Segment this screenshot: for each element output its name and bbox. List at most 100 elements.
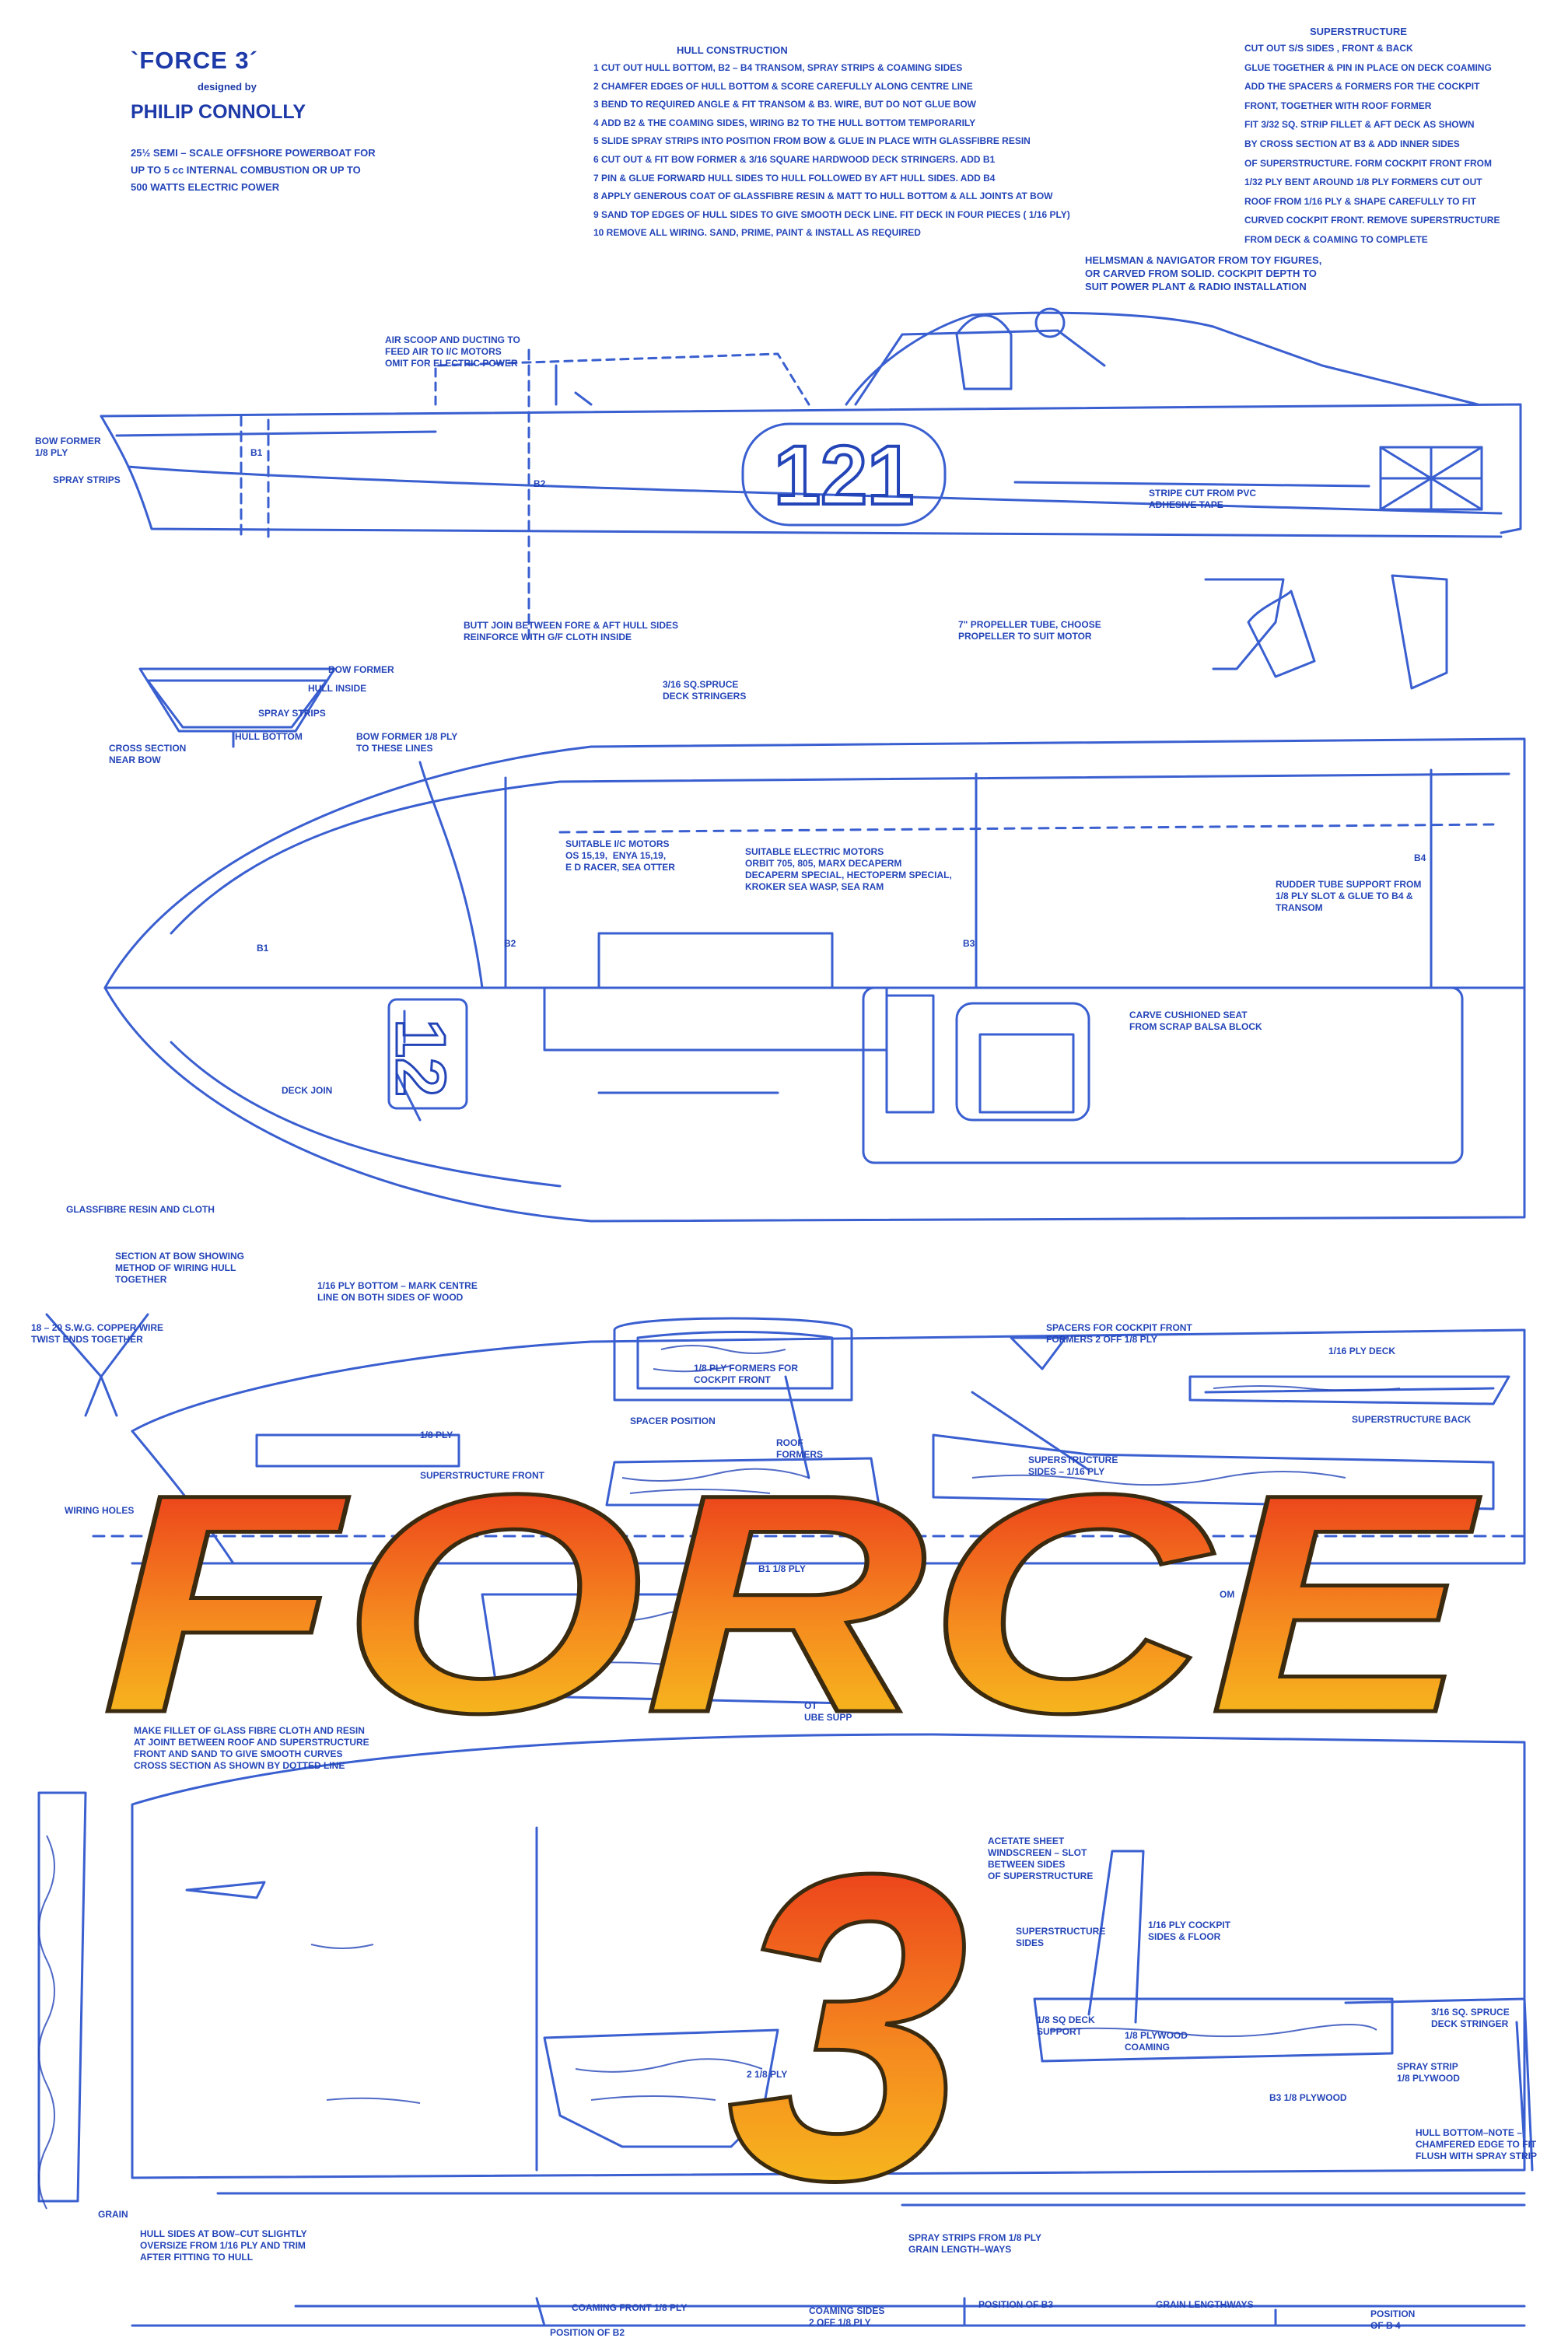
hull-construction-heading: HULL CONSTRUCTION <box>677 44 788 56</box>
race-number: 121 <box>772 426 915 523</box>
coaming-sides-label: COAMING SIDES 2 OFF 1/8 PLY <box>809 2305 885 2328</box>
bow-former-lines-label: BOW FORMER 1/8 PLY TO THESE LINES <box>356 731 458 754</box>
spacer-position-label: SPACER POSITION <box>630 1416 716 1426</box>
plan-race-number: 12 <box>380 1017 460 1097</box>
construction-step: 4 ADD B2 & THE COAMING SIDES, WIRING B2 … <box>593 117 976 128</box>
superstructure-line: FIT 3/32 SQ. STRIP FILLET & AFT DECK AS … <box>1244 119 1475 131</box>
section-bow-note: SECTION AT BOW SHOWING METHOD OF WIRING … <box>115 1251 244 1285</box>
construction-step: 10 REMOVE ALL WIRING. SAND, PRIME, PAINT… <box>593 227 921 239</box>
hull-sides-note: HULL SIDES AT BOW–CUT SLIGHTLY OVERSIZE … <box>140 2228 307 2263</box>
glassfibre-label: GLASSFIBRE RESIN AND CLOTH <box>66 1204 215 1215</box>
grain-lengthways-label: GRAIN LENGTHWAYS <box>1156 2299 1254 2310</box>
spray-strips-label: SPRAY STRIPS <box>53 474 121 485</box>
coaming-front-label: COAMING FRONT 1/8 PLY <box>572 2302 688 2313</box>
position-b4-label: POSITION OF B 4 <box>1370 2308 1416 2331</box>
cross-section-title: CROSS SECTION NEAR BOW <box>109 743 187 765</box>
position-b3-label: POSITION OF B3 <box>978 2299 1054 2310</box>
b2-partial-label: 2 1/8 PLY <box>747 2069 788 2080</box>
superstructure-back-label: SUPERSTRUCTURE BACK <box>1352 1414 1472 1425</box>
superstructure-line: CUT OUT S/S SIDES , FRONT & BACK <box>1244 43 1413 54</box>
hull-construction-steps: 1 CUT OUT HULL BOTTOM, B2 – B4 TRANSOM, … <box>593 59 1070 243</box>
construction-step: 5 SLIDE SPRAY STRIPS INTO POSITION FROM … <box>593 135 1031 147</box>
b1-ply-label: B1 1/8 PLY <box>758 1563 806 1574</box>
plan-view-hull <box>103 667 1526 1223</box>
grain-label: GRAIN <box>98 2209 128 2220</box>
superstructure-line: FROM DECK & COAMING TO COMPLETE <box>1244 233 1428 245</box>
spray-strip-ply-label: SPRAY STRIP 1/8 PLYWOOD <box>1397 2061 1460 2084</box>
ss-sides-label-2: SUPERSTRUCTURE SIDES <box>1016 1926 1106 1948</box>
description-line: 25½ SEMI – SCALE OFFSHORE POWERBOAT FOR <box>131 147 376 159</box>
plan-race-number-text: 12 <box>381 1019 459 1097</box>
hull-bottom-chamfer-note: HULL BOTTOM–NOTE – CHAMFERED EDGE TO FIT… <box>1416 2127 1538 2161</box>
spray-strips-ply-label: SPRAY STRIPS FROM 1/8 PLY GRAIN LENGTH–W… <box>908 2232 1041 2255</box>
plan-b2-label: B2 <box>504 938 516 949</box>
plan-title: `FORCE 3´ <box>131 47 258 74</box>
fillet-note: MAKE FILLET OF GLASS FIBRE CLOTH AND RES… <box>134 1725 369 1771</box>
roof-formers-label: ROOF FORMERS <box>776 1437 823 1460</box>
boat-description: 25½ SEMI – SCALE OFFSHORE POWERBOAT FOR … <box>131 145 376 196</box>
ic-motors-list: SUITABLE I/C MOTORS OS 15,19, ENYA 15,19… <box>565 838 675 873</box>
plan-b4-label: B4 <box>1414 852 1426 863</box>
hull-bottom-note: 1/16 PLY BOTTOM – MARK CENTRE LINE ON BO… <box>317 1280 478 1303</box>
deck-support-label: 1/8 SQ DECK SUPPORT <box>1037 2014 1095 2037</box>
plan-b3-label: B3 <box>963 938 975 949</box>
construction-step: 3 BEND TO REQUIRED ANGLE & FIT TRANSOM &… <box>593 99 977 110</box>
superstructure-line: ROOF FROM 1/16 PLY & SHAPE CAREFULLY TO … <box>1244 195 1476 207</box>
stripe-note: STRIPE CUT FROM PVC ADHESIVE TAPE <box>1149 488 1257 510</box>
superstructure-steps: CUT OUT S/S SIDES , FRONT & BACK GLUE TO… <box>1244 39 1500 250</box>
wiring-holes-label: WIRING HOLES <box>65 1505 135 1516</box>
ss-sides-label: SUPERSTRUCTURE SIDES – 1/16 PLY <box>1028 1454 1118 1477</box>
description-line: 500 WATTS ELECTRIC POWER <box>131 181 280 193</box>
deck-join-label: DECK JOIN <box>282 1085 333 1096</box>
helmsman-note: HELMSMAN & NAVIGATOR FROM TOY FIGURES, O… <box>1085 254 1322 292</box>
superstructure-line: ADD THE SPACERS & FORMERS FOR THE COCKPI… <box>1244 81 1480 93</box>
ply-deck-label: 1/16 PLY DECK <box>1328 1346 1396 1356</box>
spruce-stringer-label: 3/16 SQ. SPRUCE DECK STRINGER <box>1431 2007 1510 2029</box>
construction-step: 1 CUT OUT HULL BOTTOM, B2 – B4 TRANSOM, … <box>593 62 963 73</box>
ss-front-ply-label: 1/8 PLY <box>420 1430 453 1440</box>
construction-step: 8 APPLY GENEROUS COAT OF GLASSFIBRE RESI… <box>593 191 1053 202</box>
superstructure-line: FRONT, TOGETHER WITH ROOF FORMER <box>1244 100 1432 111</box>
construction-step: 2 CHAMFER EDGES OF HULL BOTTOM & SCORE C… <box>593 80 973 92</box>
cockpit-sides-label: 1/16 PLY COCKPIT SIDES & FLOOR <box>1148 1920 1231 1942</box>
rudder-tube-note: RUDDER TUBE SUPPORT FROM 1/8 PLY SLOT & … <box>1276 879 1422 913</box>
cockpit-formers-label: 1/8 PLY FORMERS FOR COCKPIT FRONT <box>694 1363 799 1385</box>
designer-name: PHILIP CONNOLLY <box>131 101 306 123</box>
wood-grain <box>38 1345 1401 2210</box>
xsec-bow-former: BOW FORMER <box>328 664 394 675</box>
superstructure-heading: SUPERSTRUCTURE <box>1310 26 1407 37</box>
designed-by: designed by <box>198 81 257 93</box>
xsec-hull-inside: HULL INSIDE <box>308 683 367 694</box>
superstructure-line: GLUE TOGETHER & PIN IN PLACE ON DECK COA… <box>1244 61 1492 73</box>
construction-step: 7 PIN & GLUE FORWARD HULL SIDES TO HULL … <box>593 172 996 184</box>
b3-plywood-label: B3 1/8 PLYWOOD <box>1269 2092 1347 2103</box>
plan-b1-label: B1 <box>257 943 269 954</box>
spacers-note: SPACERS FOR COCKPIT FRONT FORMERS 2 OFF … <box>1046 1322 1192 1345</box>
superstructure-line: CURVED COCKPIT FRONT. REMOVE SUPERSTRUCT… <box>1244 215 1500 226</box>
construction-step: 6 CUT OUT & FIT BOW FORMER & 3/16 SQUARE… <box>593 153 996 165</box>
xsec-spray-strips: SPRAY STRIPS <box>258 708 326 719</box>
propeller-note: 7" PROPELLER TUBE, CHOOSE PROPELLER TO S… <box>958 619 1101 642</box>
copper-wire-note: 18 – 20 S.W.G. COPPER WIRE TWIST ENDS TO… <box>31 1322 164 1345</box>
description-line: UP TO 5 cc INTERNAL COMBUSTION OR UP TO <box>131 164 361 176</box>
electric-motors-list: SUITABLE ELECTRIC MOTORS ORBIT 705, 805,… <box>745 846 952 892</box>
seat-note: CARVE CUSHIONED SEAT FROM SCRAP BALSA BL… <box>1129 1010 1262 1032</box>
om-partial-label: OM <box>1220 1589 1235 1600</box>
butt-join-note: BUTT JOIN BETWEEN FORE & AFT HULL SIDES … <box>464 620 679 642</box>
acetate-note: ACETATE SHEET WINDSCREEN – SLOT BETWEEN … <box>988 1836 1094 1881</box>
b1-label: B1 <box>250 447 263 458</box>
side-view-hull <box>100 307 1522 690</box>
superstructure-line: OF SUPERSTRUCTURE. FORM COCKPIT FRONT FR… <box>1244 157 1492 169</box>
formers-partial-label: E FORMERS <box>364 1591 420 1601</box>
tube-support-partial: OT UBE SUPP <box>804 1700 852 1723</box>
deck-stringers-label: 3/16 SQ.SPRUCE DECK STRINGERS <box>663 679 747 702</box>
parts-sheet <box>37 1313 1534 2327</box>
superstructure-front-label: SUPERSTRUCTURE FRONT <box>420 1470 545 1481</box>
ply-coaming-label: 1/8 PLYWOOD COAMING <box>1125 2030 1188 2053</box>
air-scoop-note: AIR SCOOP AND DUCTING TO FEED AIR TO I/C… <box>385 334 520 369</box>
race-number-text: 121 <box>774 428 914 522</box>
superstructure-line: BY CROSS SECTION AT B3 & ADD INNER SIDES <box>1244 138 1460 149</box>
xsec-hull-bottom: HULL BOTTOM <box>235 731 303 742</box>
b2-label: B2 <box>534 478 546 489</box>
